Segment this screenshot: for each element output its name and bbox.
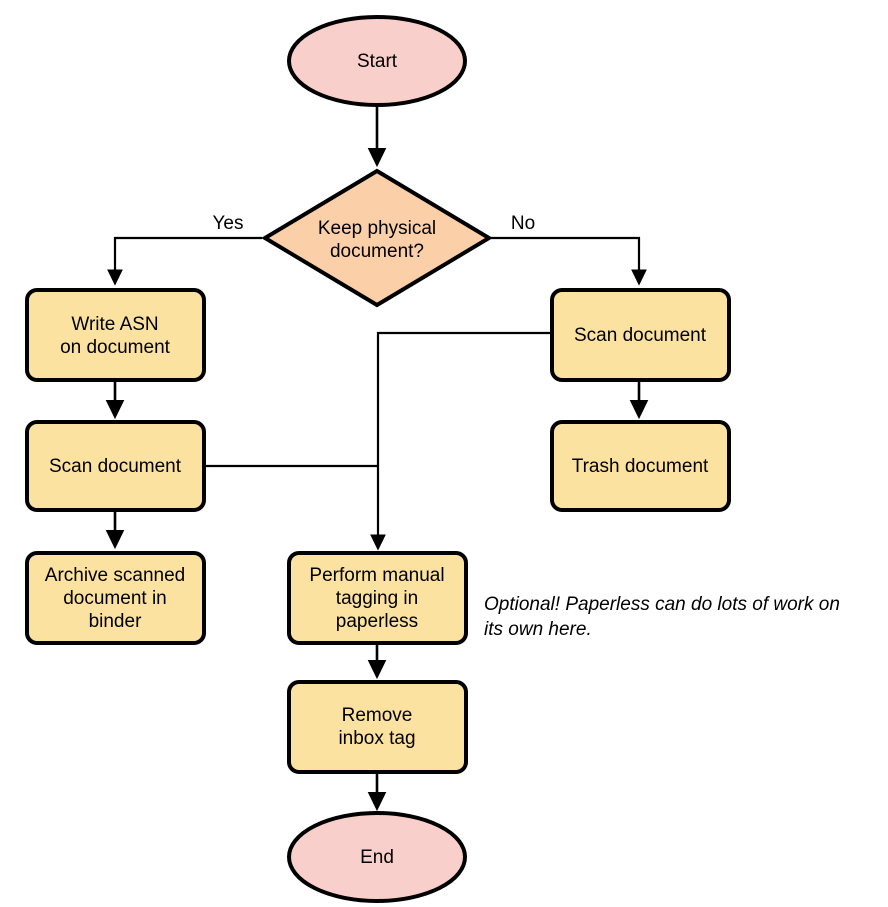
end-label: End bbox=[360, 847, 394, 868]
manual-tagging-label-line1: Perform manual bbox=[309, 565, 444, 586]
archive-label-line2: document in bbox=[63, 588, 167, 609]
edge-scan-right-to-manual-tagging bbox=[370, 331, 551, 551]
node-scan-document-left[interactable]: Scan document bbox=[25, 420, 206, 512]
node-write-asn[interactable]: Write ASN on document bbox=[25, 288, 206, 382]
decision-diamond[interactable] bbox=[261, 168, 493, 308]
node-remove-inbox-tag[interactable]: Remove inbox tag bbox=[287, 680, 468, 774]
scan-document-right-box[interactable] bbox=[550, 288, 731, 382]
edge-decision-yes-to-write-asn bbox=[107, 236, 262, 286]
node-trash-document[interactable]: Trash document bbox=[550, 420, 731, 512]
edge-decision-no-to-scan-right bbox=[491, 236, 647, 286]
end-ellipse[interactable] bbox=[287, 811, 467, 903]
remove-inbox-tag-label-line1: Remove bbox=[342, 705, 413, 726]
write-asn-box[interactable] bbox=[25, 288, 206, 382]
trash-document-label: Trash document bbox=[572, 456, 709, 477]
archive-label-line3: binder bbox=[89, 611, 142, 632]
remove-inbox-tag-label-line2: inbox tag bbox=[338, 728, 415, 749]
optional-note-line2: its own here. bbox=[484, 619, 592, 640]
scan-document-left-box[interactable] bbox=[25, 420, 206, 512]
write-asn-label-line2: on document bbox=[60, 337, 171, 358]
scan-document-left-label: Scan document bbox=[49, 456, 182, 477]
optional-note-line1: Optional! Paperless can do lots of work … bbox=[484, 594, 840, 615]
edge-label-yes: Yes bbox=[213, 213, 244, 234]
scan-document-right-label: Scan document bbox=[574, 325, 707, 346]
manual-tagging-label-line2: tagging in bbox=[336, 588, 418, 609]
start-ellipse[interactable] bbox=[287, 15, 467, 107]
edge-label-no: No bbox=[511, 213, 535, 234]
archive-box[interactable] bbox=[25, 551, 206, 645]
connector-layer bbox=[105, 106, 649, 812]
archive-label-line1: Archive scanned bbox=[45, 565, 185, 586]
start-label: Start bbox=[357, 51, 398, 72]
node-archive-scanned-document[interactable]: Archive scanned document in binder bbox=[25, 551, 206, 645]
node-end[interactable]: End bbox=[287, 811, 467, 903]
remove-inbox-tag-box[interactable] bbox=[287, 680, 468, 774]
annotation-optional-note: Optional! Paperless can do lots of work … bbox=[484, 594, 840, 640]
node-perform-manual-tagging[interactable]: Perform manual tagging in paperless bbox=[287, 551, 468, 645]
node-decision-keep-physical-document[interactable]: Keep physical document? bbox=[261, 168, 493, 308]
trash-document-box[interactable] bbox=[550, 420, 731, 512]
manual-tagging-box[interactable] bbox=[287, 551, 468, 645]
decision-label-line1: Keep physical bbox=[318, 218, 436, 239]
node-start[interactable]: Start bbox=[287, 15, 467, 107]
node-scan-document-right[interactable]: Scan document bbox=[550, 288, 731, 382]
decision-label-line2: document? bbox=[330, 241, 424, 262]
manual-tagging-label-line3: paperless bbox=[336, 611, 418, 632]
write-asn-label-line1: Write ASN bbox=[71, 314, 158, 335]
